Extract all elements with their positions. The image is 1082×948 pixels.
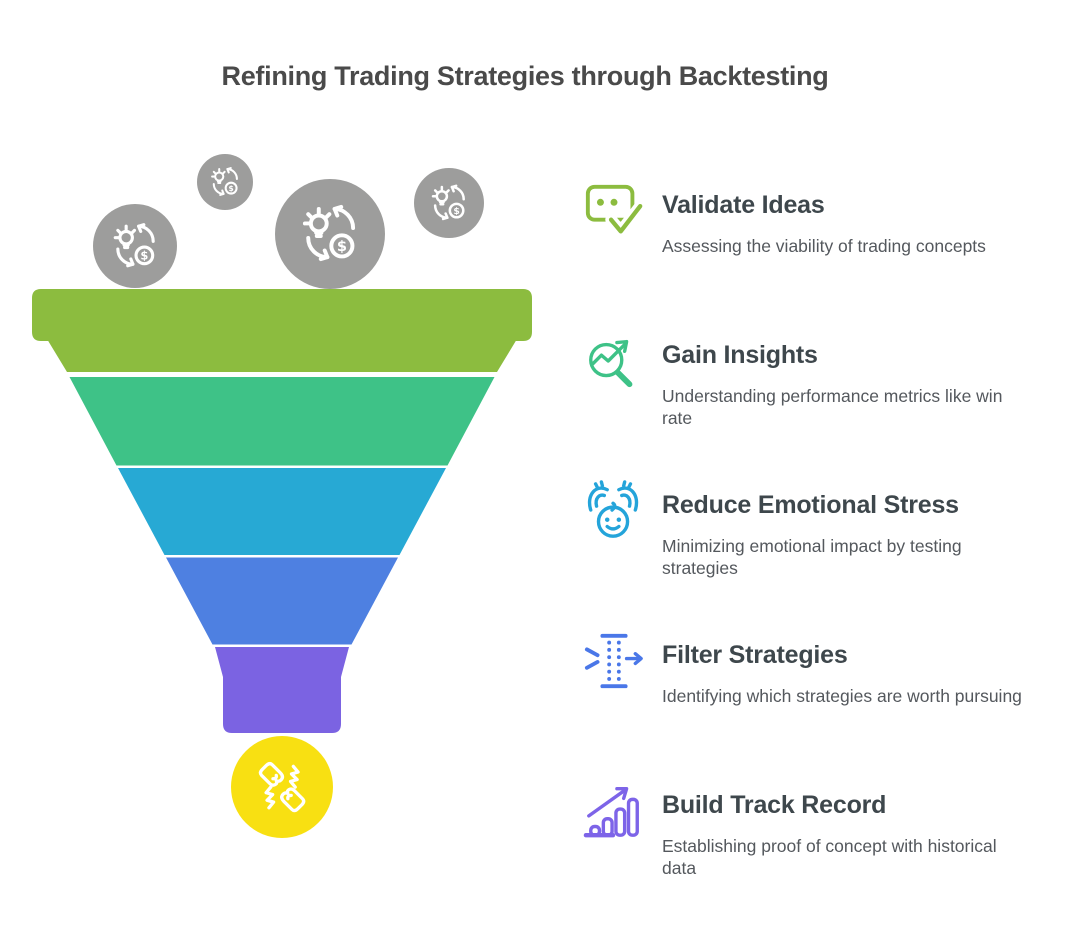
magnifier-trend-icon xyxy=(589,339,633,388)
funnel-stages xyxy=(32,289,532,733)
benefit-description: Understanding performance metrics like w… xyxy=(662,386,1003,428)
benefit-title: Validate Ideas xyxy=(662,191,825,219)
benefit-item-reduce-emotional-stress: Reduce Emotional Stress Minimizing emoti… xyxy=(583,480,1030,630)
input-idea-circles xyxy=(93,154,484,289)
input-idea-circle-3 xyxy=(275,179,385,289)
benefit-text: Build Track Record Establishing proof of… xyxy=(662,780,1030,879)
benefit-list: Validate Ideas Assessing the viability o… xyxy=(583,180,1030,930)
benefit-description: Identifying which strategies are worth p… xyxy=(662,686,1022,706)
benefit-item-validate-ideas: Validate Ideas Assessing the viability o… xyxy=(583,180,1030,330)
funnel-stage-3 xyxy=(118,468,446,555)
input-idea-circle-2 xyxy=(197,154,253,210)
benefit-text: Reduce Emotional Stress Minimizing emoti… xyxy=(662,480,1030,579)
benefit-description: Assessing the viability of trading conce… xyxy=(662,236,986,256)
input-idea-circle-4 xyxy=(414,168,484,238)
funnel-stage-2 xyxy=(69,377,495,466)
benefit-title: Reduce Emotional Stress xyxy=(662,491,959,519)
chat-check-icon xyxy=(585,184,645,238)
benefit-text: Validate Ideas Assessing the viability o… xyxy=(662,180,1030,257)
benefit-title: Build Track Record xyxy=(662,791,887,819)
growth-chart-icon xyxy=(583,787,639,838)
funnel-stage-4 xyxy=(166,557,398,645)
benefit-item-filter-strategies: Filter Strategies Identifying which stra… xyxy=(583,630,1030,780)
calm-face-hands-icon xyxy=(587,480,639,538)
benefit-text: Filter Strategies Identifying which stra… xyxy=(662,630,1030,707)
input-idea-circle-1 xyxy=(93,204,177,288)
funnel-stage-5 xyxy=(215,647,349,733)
benefit-item-gain-insights: Gain Insights Understanding performance … xyxy=(583,330,1030,480)
benefit-description: Establishing proof of concept with histo… xyxy=(662,836,997,878)
benefit-title: Filter Strategies xyxy=(662,641,848,669)
benefit-description: Minimizing emotional impact by testing s… xyxy=(662,536,962,578)
funnel-stage-1 xyxy=(32,289,532,372)
filter-flow-icon xyxy=(584,633,643,689)
benefit-text: Gain Insights Understanding performance … xyxy=(662,330,1030,429)
funnel-output xyxy=(231,736,333,838)
benefit-title: Gain Insights xyxy=(662,341,818,369)
fist-bump-icon xyxy=(258,761,306,813)
page-title: Refining Trading Strategies through Back… xyxy=(221,61,829,91)
benefit-item-build-track-record: Build Track Record Establishing proof of… xyxy=(583,780,1030,930)
